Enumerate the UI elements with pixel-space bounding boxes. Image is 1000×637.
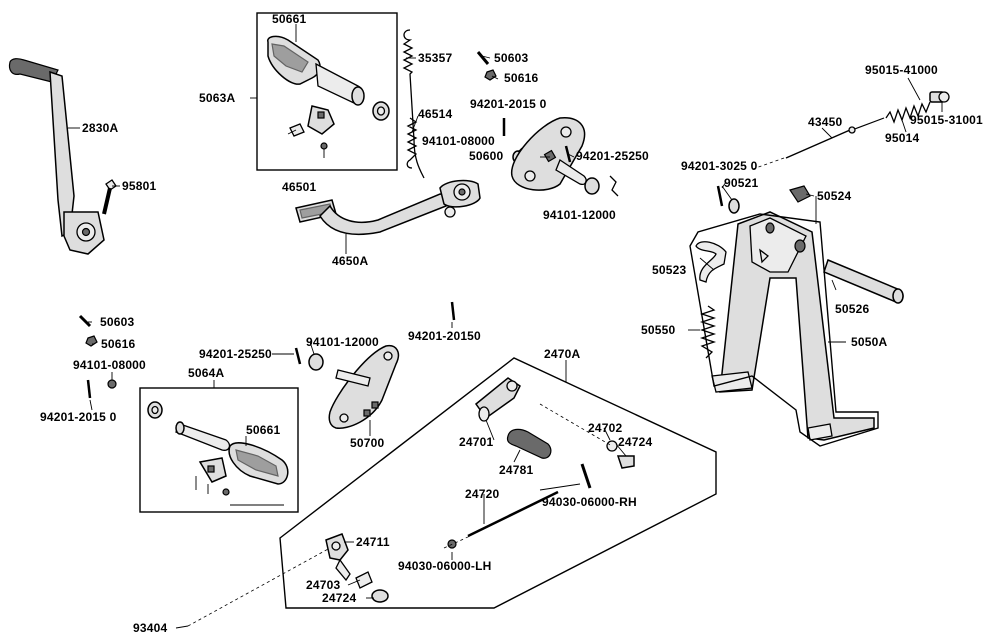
bolt-50603-left bbox=[78, 314, 92, 328]
footrest-plate-left bbox=[328, 344, 400, 429]
brake-arm-24701 bbox=[474, 377, 521, 422]
label-50603-left: 50603 bbox=[100, 315, 135, 329]
label-24711: 24711 bbox=[356, 535, 390, 549]
leader-lines bbox=[68, 24, 943, 629]
spring-50550 bbox=[699, 305, 717, 359]
label-95014: 95014 bbox=[885, 131, 920, 145]
footrest-kit-box-left bbox=[139, 387, 299, 513]
label-43450: 43450 bbox=[808, 115, 843, 129]
label-94201-25250-mid: 94201-25250 bbox=[199, 347, 272, 361]
label-24703: 24703 bbox=[306, 578, 341, 592]
label-95015-31001: 95015-31001 bbox=[910, 113, 983, 127]
label-24781: 24781 bbox=[499, 463, 534, 477]
label-50616-top: 50616 bbox=[504, 71, 539, 85]
label-24724-top: 24724 bbox=[618, 435, 653, 449]
cap-24724-top bbox=[616, 455, 635, 469]
stand-arm-50523 bbox=[695, 241, 727, 283]
footrest-peg-left bbox=[175, 421, 289, 485]
label-94201-20150-left: 94201-2015 0 bbox=[40, 410, 117, 424]
label-50524: 50524 bbox=[817, 189, 852, 203]
pin-94201-20150-left bbox=[86, 379, 92, 399]
label-93404: 93404 bbox=[133, 621, 168, 635]
cap-24724-bottom bbox=[371, 589, 389, 603]
cable-43450 bbox=[785, 117, 885, 159]
washer-90521 bbox=[728, 198, 740, 214]
label-94201-20150-top: 94201-2015 0 bbox=[470, 97, 547, 111]
rod-24720 bbox=[467, 490, 559, 538]
clip-24703 bbox=[355, 571, 373, 589]
washer-24702 bbox=[606, 440, 618, 452]
stand-outline-frame bbox=[689, 213, 879, 447]
label-24701: 24701 bbox=[459, 435, 494, 449]
label-50600: 50600 bbox=[469, 149, 504, 163]
label-94201-25250-top: 94201-25250 bbox=[576, 149, 649, 163]
pin-94201-20150-mid bbox=[450, 301, 456, 321]
label-2470A: 2470A bbox=[544, 347, 581, 361]
stopper-50524 bbox=[789, 185, 811, 203]
spring-46514 bbox=[406, 117, 418, 169]
footrest-bracket-right bbox=[287, 105, 335, 158]
cable-end-95015 bbox=[929, 91, 950, 103]
pin-94201-25250-mid bbox=[294, 347, 302, 365]
label-46514: 46514 bbox=[418, 107, 453, 121]
main-stand bbox=[711, 211, 875, 441]
label-94030-06000-rh: 94030-06000-RH bbox=[542, 495, 637, 509]
label-24724-bottom: 24724 bbox=[322, 591, 357, 605]
label-94101-08000-top: 94101-08000 bbox=[422, 134, 495, 148]
label-95015-41000: 95015-41000 bbox=[865, 63, 938, 77]
label-50603-top: 50603 bbox=[494, 51, 529, 65]
label-94030-06000-lh: 94030-06000-LH bbox=[398, 559, 492, 573]
pin-94201-30250 bbox=[716, 185, 724, 207]
label-50523: 50523 bbox=[652, 263, 687, 277]
nut-94030-rh bbox=[580, 463, 592, 489]
washer-94101-12000-mid bbox=[308, 353, 324, 371]
label-50700: 50700 bbox=[350, 436, 385, 450]
label-94101-12000-mid: 94101-12000 bbox=[306, 335, 379, 349]
washer-94101-12000-top bbox=[584, 177, 600, 195]
label-2830A: 2830A bbox=[82, 121, 119, 135]
nut-50616-left bbox=[85, 335, 98, 347]
label-24720: 24720 bbox=[465, 487, 500, 501]
footrest-bracket-left bbox=[195, 457, 284, 506]
label-95801: 95801 bbox=[122, 179, 157, 193]
label-35357: 35357 bbox=[418, 51, 453, 65]
shaft-50526 bbox=[823, 258, 904, 304]
label-5063A: 5063A bbox=[199, 91, 236, 105]
spring-35357 bbox=[402, 29, 425, 179]
brake-arm-box bbox=[279, 357, 717, 609]
kick-starter-lever bbox=[8, 58, 105, 255]
nut-50616-top bbox=[484, 69, 497, 81]
label-50550: 50550 bbox=[641, 323, 676, 337]
label-94201-30250: 94201-3025 0 bbox=[681, 159, 758, 173]
footrest-peg-right bbox=[267, 35, 365, 106]
bolt-95801 bbox=[102, 179, 117, 215]
spring-95014 bbox=[885, 101, 931, 124]
label-5064A: 5064A bbox=[188, 366, 225, 380]
brake-pedal bbox=[295, 179, 481, 235]
label-94101-12000-top: 94101-12000 bbox=[543, 208, 616, 222]
label-50526: 50526 bbox=[835, 302, 870, 316]
label-50661-top: 50661 bbox=[272, 12, 307, 26]
nut-94101-08000-left bbox=[107, 379, 117, 389]
label-5050A: 5050A bbox=[851, 335, 888, 349]
label-94101-08000-left: 94101-08000 bbox=[73, 358, 146, 372]
footrest-kit-box-right bbox=[256, 12, 398, 171]
label-50661-left: 50661 bbox=[246, 423, 281, 437]
label-46501: 46501 bbox=[282, 180, 317, 194]
footrest-plate-right bbox=[511, 117, 587, 191]
bolt-50603-top bbox=[476, 51, 490, 65]
joint-24711 bbox=[325, 533, 351, 582]
cotter-pin-top bbox=[609, 175, 619, 197]
label-24702: 24702 bbox=[588, 421, 623, 435]
label-94201-20150-mid: 94201-20150 bbox=[408, 329, 481, 343]
label-4650A: 4650A bbox=[332, 254, 369, 268]
brake-grip-24781 bbox=[506, 428, 552, 459]
label-90521: 90521 bbox=[724, 176, 759, 190]
label-50616-left: 50616 bbox=[101, 337, 136, 351]
